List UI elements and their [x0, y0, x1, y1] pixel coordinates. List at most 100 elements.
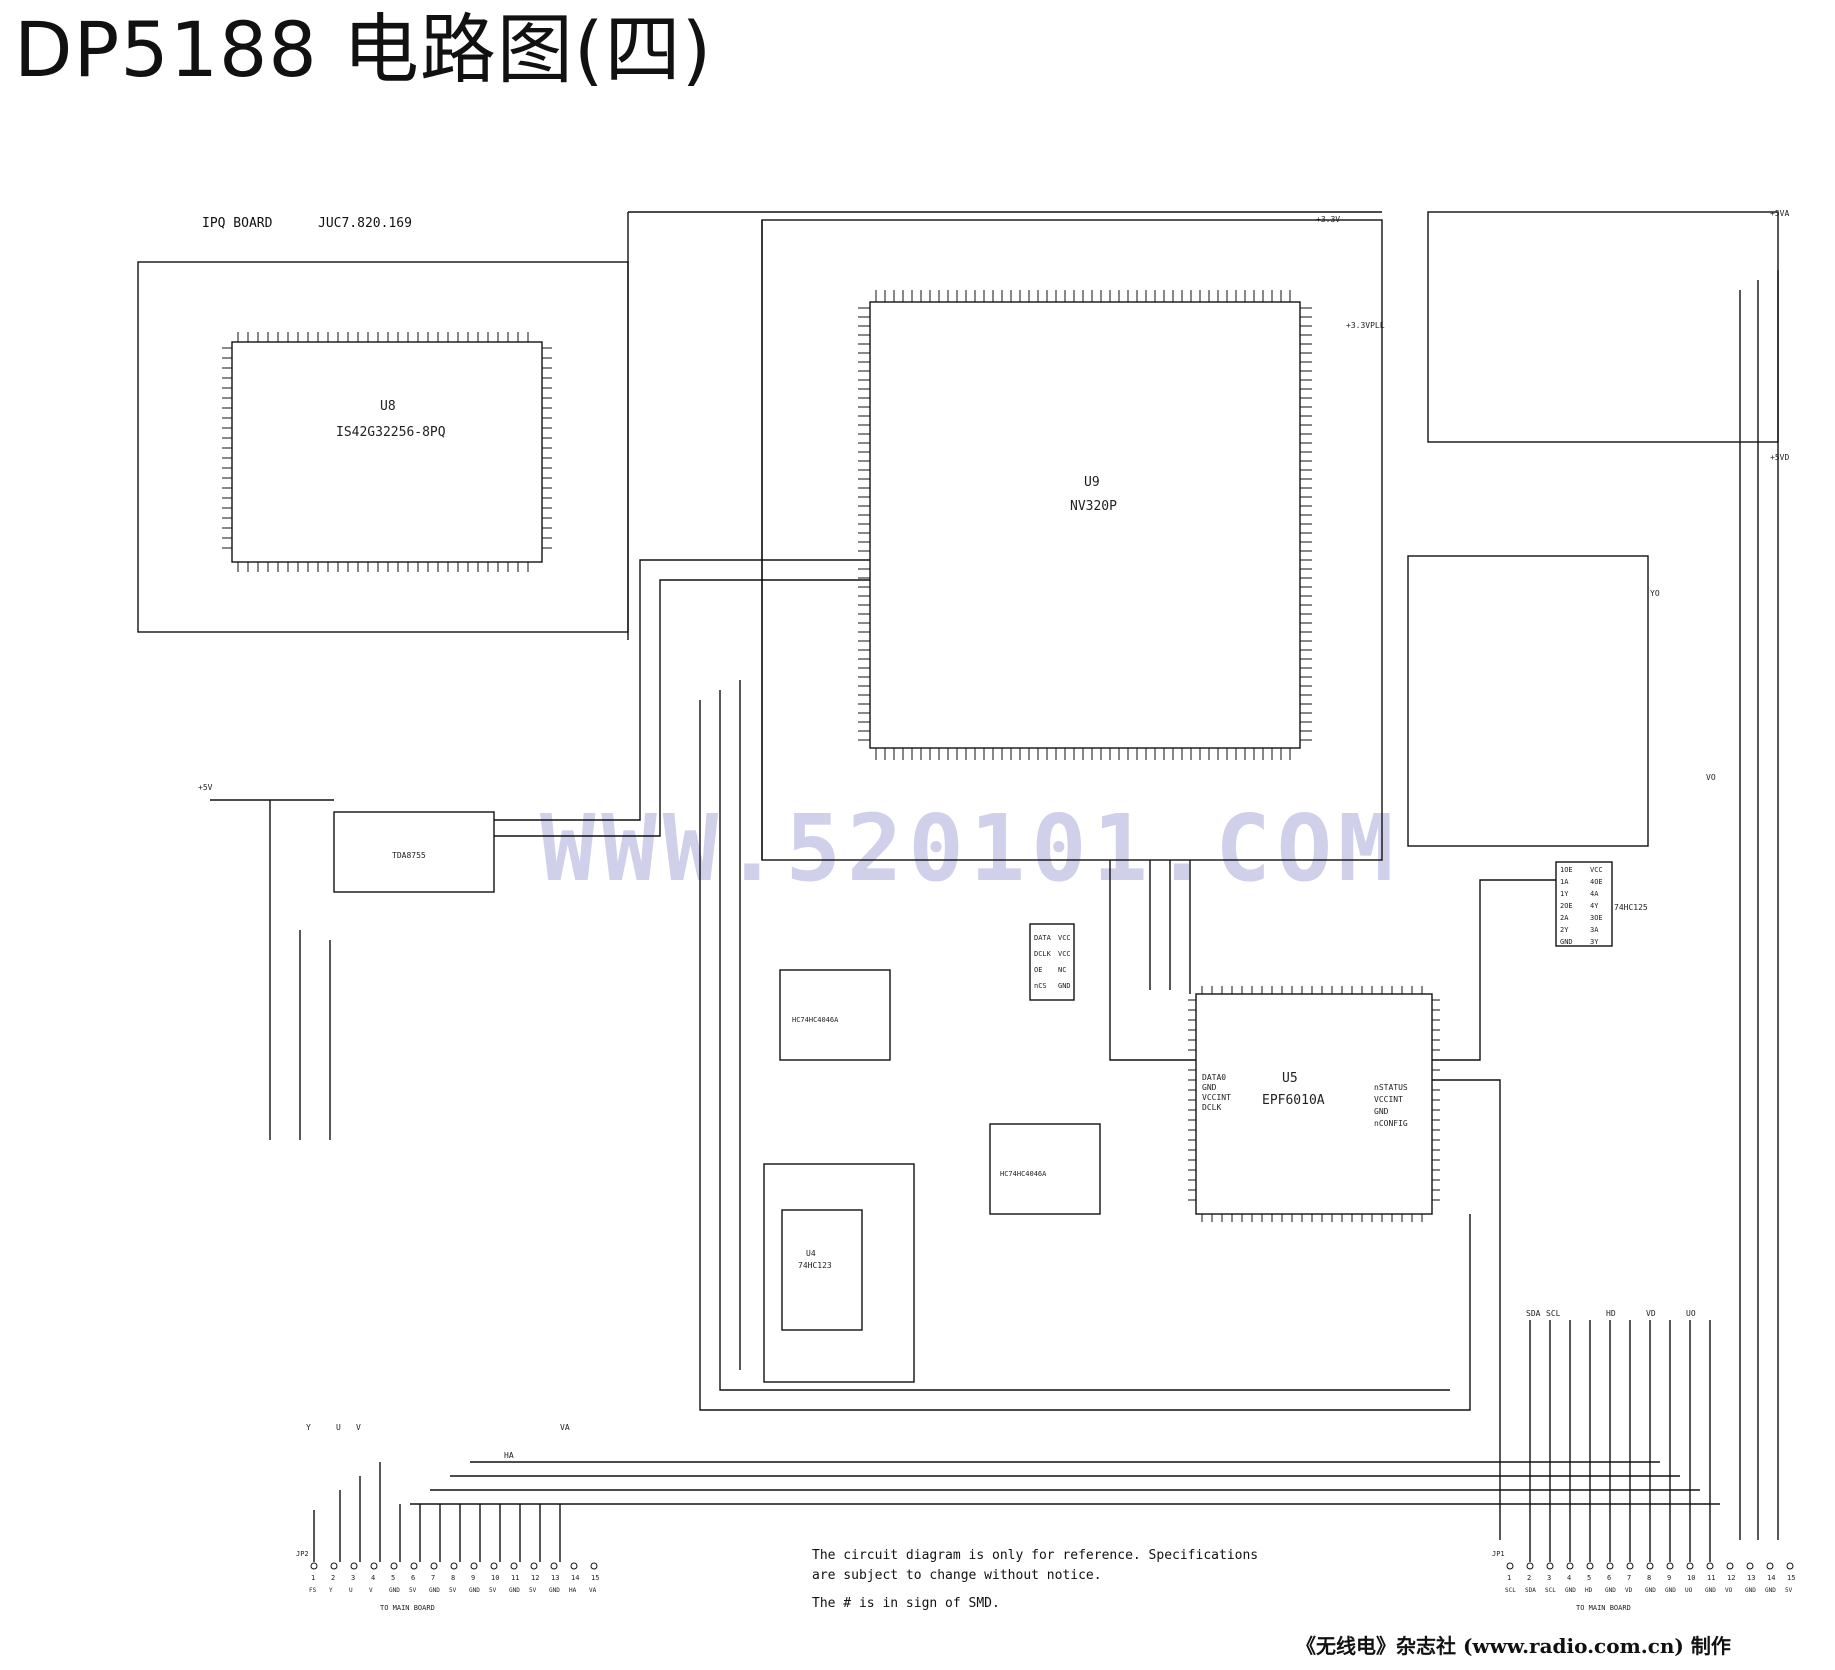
eeprom-pin-left: DATA	[1034, 934, 1052, 942]
note-line-3: The # is in sign of SMD.	[812, 1596, 1000, 1611]
connector-pin	[470, 1562, 478, 1570]
connector-pin	[1646, 1562, 1654, 1570]
connector-pin	[1786, 1562, 1794, 1570]
bus-label-ha: HA	[504, 1451, 514, 1460]
u7-part: HC74HC4046A	[1000, 1170, 1047, 1178]
connector-pin-number: 2	[331, 1574, 335, 1582]
bus-labels: Y U V HA VA SDA SCL HD VD UO VO YO	[306, 589, 1716, 1460]
connector-pin-signal: GND	[1705, 1587, 1716, 1594]
connector-left-ref: JP2	[296, 1550, 309, 1558]
u5-pin-vccint: VCCINT	[1374, 1095, 1403, 1104]
u9-pins	[858, 290, 1312, 760]
connector-pin	[310, 1562, 318, 1570]
connector-pin-number: 4	[371, 1574, 375, 1582]
u9-ref: U9	[1084, 475, 1100, 490]
eeprom-chip-body	[1029, 923, 1075, 1001]
u2-chip-body	[779, 969, 891, 1061]
connector-pin-number: 15	[1787, 1574, 1795, 1582]
wire-bus-bottom	[410, 1461, 1720, 1505]
u5-pin-data0: DATA0	[1202, 1073, 1226, 1082]
connector-pin-number: 2	[1527, 1574, 1531, 1582]
u3-pin-right: 4A	[1590, 890, 1599, 898]
connector-pin-number: 9	[471, 1574, 475, 1582]
note-line-2: are subject to change without notice.	[812, 1568, 1102, 1583]
connector-pin-number: 13	[1747, 1574, 1755, 1582]
connector-pin-number: 7	[1627, 1574, 1631, 1582]
connector-pin-signal: HA	[569, 1587, 577, 1594]
eeprom-pin-left: DCLK	[1034, 950, 1052, 958]
u5-pin-dclk: DCLK	[1202, 1103, 1221, 1112]
connector-right: 1SCL2SDA3SCL4GND5HD6GND7VD8GND9GND10UO11…	[1505, 1562, 1795, 1594]
connector-pin-number: 1	[311, 1574, 315, 1582]
connector-pin-number: 14	[1767, 1574, 1775, 1582]
connector-pin-number: 4	[1567, 1574, 1571, 1582]
connector-pin	[390, 1562, 398, 1570]
bus-label-vd: VD	[1646, 1309, 1656, 1318]
connector-pin	[1686, 1562, 1694, 1570]
connector-pin-signal: 5V	[449, 1587, 457, 1594]
connector-pin-signal: HD	[1585, 1587, 1593, 1594]
bus-label-v: V	[356, 1423, 361, 1432]
connector-pin-signal: UO	[1685, 1587, 1693, 1594]
supply-label-5vd: +5VD	[1770, 453, 1789, 462]
u5-pin-gnd: GND	[1374, 1107, 1389, 1116]
bus-label-hd: HD	[1606, 1309, 1616, 1318]
connector-pin	[1626, 1562, 1634, 1570]
u9-outline	[761, 219, 1383, 861]
connector-pin-signal: 5V	[529, 1587, 537, 1594]
connector-pin	[530, 1562, 538, 1570]
supply-label-3v3pll: +3.3VPLL	[1346, 321, 1385, 330]
connector-pin-number: 5	[1587, 1574, 1591, 1582]
connector-pin	[570, 1562, 578, 1570]
connector-pin	[1766, 1562, 1774, 1570]
u5-chip-body	[1195, 993, 1433, 1215]
eeprom-pin-right: GND	[1058, 982, 1071, 990]
u8-part: IS42G32256-8PQ	[336, 425, 446, 440]
connector-pin-number: 15	[591, 1574, 599, 1582]
connector-pin-number: 3	[1547, 1574, 1551, 1582]
eeprom-pin-left: OE	[1034, 966, 1042, 974]
bus-label-y: Y	[306, 1423, 311, 1432]
connector-pin-signal: GND	[429, 1587, 440, 1594]
wire-u1-u9	[494, 559, 870, 837]
connector-pin-number: 8	[1647, 1574, 1651, 1582]
eeprom-pin-left: nCS	[1034, 982, 1047, 990]
connector-pin	[590, 1562, 598, 1570]
connector-pin-number: 6	[411, 1574, 415, 1582]
connector-pin-number: 12	[1727, 1574, 1735, 1582]
connector-pin-signal: VO	[1725, 1587, 1733, 1594]
wire-u9-u5	[1109, 860, 1196, 1061]
connector-pin	[430, 1562, 438, 1570]
u4-ref: U4	[806, 1249, 816, 1258]
bus-label-uo: UO	[1686, 1309, 1696, 1318]
connector-pin	[1586, 1562, 1594, 1570]
eeprom-pin-right: VCC	[1058, 950, 1071, 958]
u3-pin-left: 2OE	[1560, 902, 1573, 910]
eeprom-pin-right: VCC	[1058, 934, 1071, 942]
connector-pin-number: 7	[431, 1574, 435, 1582]
u3-pin-left: GND	[1560, 938, 1573, 946]
u5-pins	[1188, 986, 1440, 1222]
bus-label-scl: SCL	[1546, 1309, 1561, 1318]
connector-pin	[1506, 1562, 1514, 1570]
wire-connector-right	[1529, 1320, 1711, 1562]
u8-chip-body	[231, 341, 543, 563]
u9-chip-body	[869, 301, 1301, 749]
u3-part: 74HC125	[1614, 903, 1648, 912]
connector-pin-number: 5	[391, 1574, 395, 1582]
eeprom-pin-right: NC	[1058, 966, 1066, 974]
connector-pin-number: 9	[1667, 1574, 1671, 1582]
connector-right-ref: JP1	[1492, 1550, 1505, 1558]
connector-pin-signal: 5V	[489, 1587, 497, 1594]
connector-pin-number: 11	[1707, 1574, 1715, 1582]
connector-pin	[550, 1562, 558, 1570]
connector-pin-number: 11	[511, 1574, 519, 1582]
connector-pin-signal: GND	[469, 1587, 480, 1594]
connector-pin-signal: GND	[549, 1587, 560, 1594]
connector-pin-signal: GND	[1745, 1587, 1756, 1594]
connector-pin-signal: GND	[389, 1587, 400, 1594]
u3-pin-left: 2A	[1560, 914, 1569, 922]
wire-misc	[699, 680, 1471, 1411]
u4-outline	[763, 1163, 915, 1383]
